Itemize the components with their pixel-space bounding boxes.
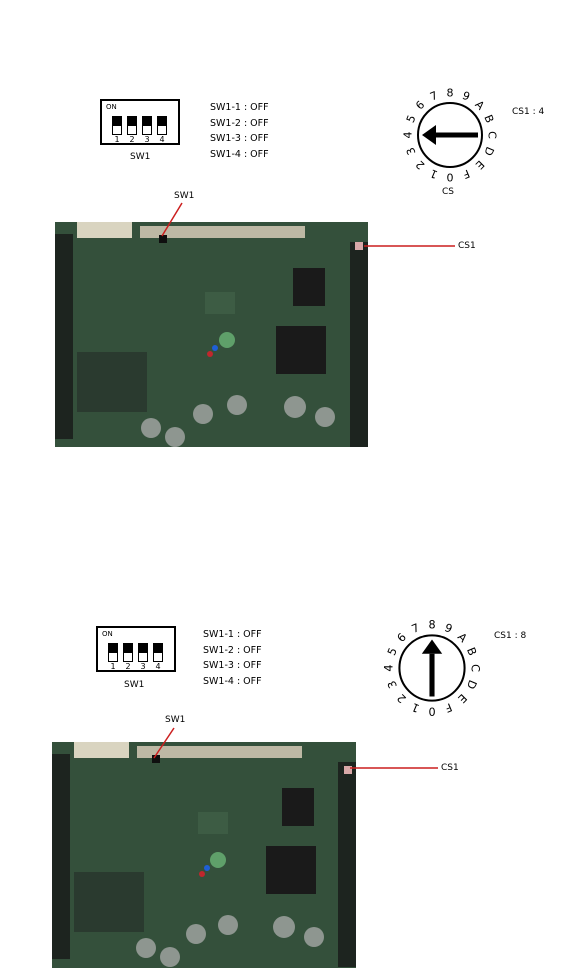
cs1-callout-label: CS1 [458,241,476,251]
setting-example-cs1-8: ON 1 2 3 4 SW1 SW1-1 : OFF SW1-2 : OFF S… [0,520,567,969]
callout-lines [0,0,567,480]
callout-lines [0,520,567,969]
sw1-callout-line [162,203,182,236]
sw1-callout-label: SW1 [165,715,185,725]
setting-example-cs1-4: ON 1 2 3 4 SW1 SW1-1 : OFF SW1-2 : OFF S… [0,0,567,480]
sw1-callout-label: SW1 [174,191,194,201]
sw1-callout-line [154,728,174,758]
cs1-callout-label: CS1 [441,763,459,773]
